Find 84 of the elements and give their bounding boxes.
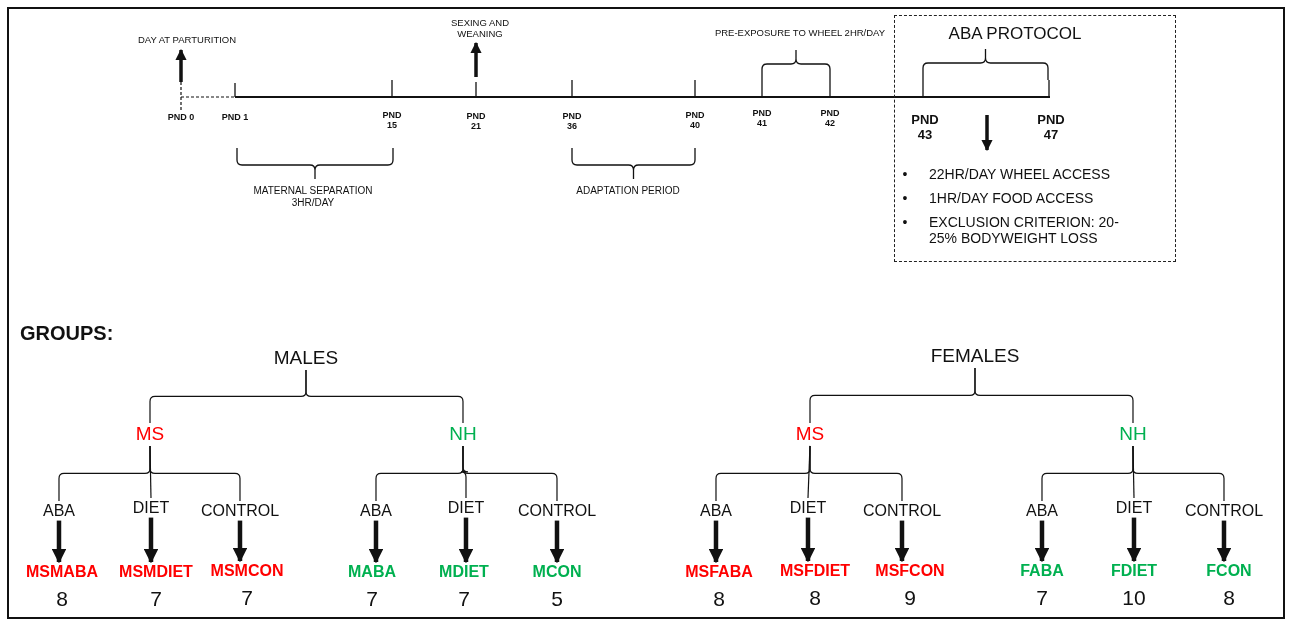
group-code: MSMABA: [26, 563, 98, 581]
category-label: DIET: [1115, 499, 1153, 517]
sample-size: 7: [366, 586, 378, 610]
period-label: MATERNAL SEPARATION 3HR/DAY: [252, 185, 374, 208]
category-label: ABA: [43, 502, 75, 520]
group-code: MSFCON: [875, 562, 945, 580]
bracket-connector: [149, 445, 241, 502]
protocol-box: [894, 15, 1176, 262]
group-code: MABA: [348, 563, 396, 581]
category-label: MALES: [273, 348, 339, 369]
bracket-connector: [1132, 445, 1225, 502]
category-label: ABA: [700, 502, 732, 520]
day-label: PND 21: [465, 111, 487, 132]
sample-size: 8: [713, 586, 725, 610]
group-code: MSMDIET: [119, 563, 193, 581]
category-label: NH: [449, 424, 477, 445]
day-label: PND 43: [910, 113, 940, 143]
bullet-item: EXCLUSION CRITERION: 20-25% BODYWEIGHT LOSS: [929, 214, 1120, 247]
sample-size: 7: [150, 586, 162, 610]
thick-arrow: [1034, 520, 1050, 563]
sample-size: 8: [809, 585, 821, 609]
sample-size: 7: [1036, 585, 1048, 609]
category-label: FEMALES: [930, 346, 1020, 367]
day-label: PND 36: [561, 111, 583, 132]
thick-arrow: [143, 517, 159, 564]
bullet-item: 22HR/DAY WHEEL ACCESS: [929, 166, 1112, 183]
thick-arrow: [368, 520, 384, 564]
group-code: MCON: [532, 563, 582, 581]
protocol-title: ABA PROTOCOL: [947, 24, 1083, 44]
bracket-connector: [305, 369, 464, 424]
thick-arrow: [1216, 520, 1232, 563]
sample-size: 5: [551, 586, 563, 610]
category-label: DIET: [789, 499, 827, 517]
event-label: DAY AT PARTURITION: [136, 35, 238, 46]
group-code: FCON: [1206, 562, 1252, 580]
event-label: SEXING AND WEANING: [449, 18, 511, 40]
category-label: ABA: [360, 502, 392, 520]
category-label: MS: [795, 424, 825, 445]
day-label: PND 42: [819, 108, 841, 129]
bracket-connector: [462, 445, 558, 502]
bracket-connector: [809, 445, 903, 502]
thick-arrow: [458, 517, 474, 564]
category-label: NH: [1119, 424, 1147, 445]
bullet-mark: •: [901, 166, 909, 183]
day-label: PND 1: [221, 112, 249, 123]
day-label: PND 40: [684, 110, 706, 131]
category-label: CONTROL: [1184, 502, 1264, 520]
sample-size: 7: [241, 585, 253, 609]
period-label: ADAPTATION PERIOD: [575, 185, 681, 197]
thick-arrow: [1126, 517, 1142, 563]
day-label: PND 0: [167, 112, 195, 123]
category-label: CONTROL: [517, 502, 597, 520]
category-label: MS: [135, 424, 165, 445]
group-code: FDIET: [1110, 562, 1158, 580]
sample-size: 7: [458, 586, 470, 610]
category-label: CONTROL: [200, 502, 280, 520]
thick-arrow: [894, 520, 910, 563]
day-label: PND 47: [1036, 113, 1066, 143]
category-label: CONTROL: [862, 502, 942, 520]
category-label: DIET: [132, 499, 170, 517]
sample-size: 8: [56, 586, 68, 610]
group-code: MSFABA: [685, 563, 753, 581]
category-label: ABA: [1026, 502, 1058, 520]
thick-arrow: [51, 520, 67, 564]
day-label: PND 15: [381, 110, 403, 131]
bullet-mark: •: [901, 190, 909, 207]
thick-arrow: [800, 517, 816, 563]
category-label: DIET: [447, 499, 485, 517]
thick-arrow: [708, 520, 724, 564]
section-heading: GROUPS:: [20, 322, 115, 345]
thick-arrow: [549, 520, 565, 564]
bracket-connector: [974, 367, 1134, 424]
group-code: MSFDIET: [779, 562, 851, 580]
group-code: FABA: [1020, 562, 1064, 580]
sample-size: 9: [904, 585, 916, 609]
sample-size: 8: [1223, 585, 1235, 609]
group-code: MDIET: [439, 563, 489, 581]
period-label: PRE-EXPOSURE TO WHEEL 2HR/DAY: [713, 28, 887, 39]
thick-arrow: [232, 520, 248, 563]
day-label: PND 41: [751, 108, 773, 129]
group-code: MSMCON: [210, 562, 284, 580]
bullet-mark: •: [901, 214, 909, 231]
sample-size: 10: [1122, 585, 1146, 609]
bullet-item: 1HR/DAY FOOD ACCESS: [929, 190, 1095, 207]
